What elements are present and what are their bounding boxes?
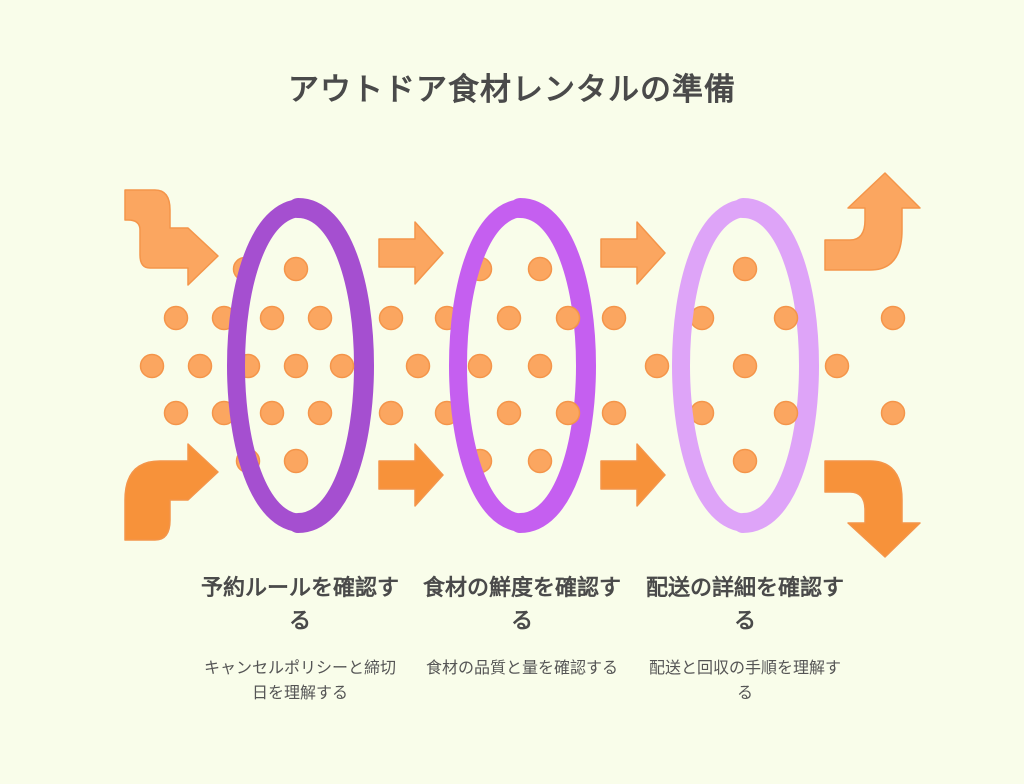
arrow-right-bottom-1 — [378, 443, 444, 507]
particle-7 — [139, 353, 165, 379]
particle-27 — [601, 305, 627, 331]
particle-41 — [773, 305, 799, 331]
particle-26 — [555, 305, 581, 331]
curved-arrow-out-top — [824, 172, 921, 271]
ring-1-front — [227, 199, 311, 532]
particle-43 — [824, 353, 850, 379]
particle-29 — [527, 353, 553, 379]
stage-3-heading: 配送の詳細を確認する — [645, 576, 844, 634]
particle-3 — [163, 305, 189, 331]
particle-17 — [283, 448, 309, 474]
ring-2-front — [449, 199, 533, 532]
particle-39 — [732, 353, 758, 379]
particle-6 — [307, 305, 333, 331]
particle-30 — [496, 400, 522, 426]
particle-32 — [601, 400, 627, 426]
particle-45 — [880, 400, 906, 426]
particle-12 — [163, 400, 189, 426]
particle-42 — [773, 400, 799, 426]
ring-3-back — [733, 198, 819, 533]
curved-arrow-out-bottom — [824, 460, 921, 558]
arrow-right-top-1 — [378, 221, 444, 285]
curved-arrow-in-top — [124, 189, 219, 286]
particle-34 — [527, 448, 553, 474]
particle-28 — [467, 353, 493, 379]
particle-24 — [527, 256, 553, 282]
particle-5 — [259, 305, 285, 331]
stage-2-text: 食材の鮮度を確認する 食材の品質と量を確認する — [422, 572, 622, 680]
particle-18 — [378, 305, 404, 331]
ring-3-front — [672, 199, 756, 532]
arrow-right-top-2 — [600, 221, 666, 285]
particle-2 — [283, 256, 309, 282]
stage-1-heading: 予約ルールを確認する — [200, 576, 399, 634]
stage-2-heading: 食材の鮮度を確認する — [422, 576, 621, 634]
particle-35 — [644, 353, 670, 379]
particle-40 — [732, 448, 758, 474]
particle-20 — [378, 400, 404, 426]
arrow-right-bottom-2 — [600, 443, 666, 507]
particle-11 — [329, 353, 355, 379]
stage-3-description: 配送と回収の手順を理解する — [648, 658, 841, 702]
stage-1-description: キャンセルポリシーと締切日を理解する — [203, 658, 396, 702]
particle-36 — [689, 305, 715, 331]
particle-37 — [689, 400, 715, 426]
particle-38 — [732, 256, 758, 282]
particle-15 — [307, 400, 333, 426]
particle-8 — [187, 353, 213, 379]
particle-22 — [405, 353, 431, 379]
stage-2-description: 食材の品質と量を確認する — [425, 658, 618, 677]
stage-3-text: 配送の詳細を確認する 配送と回収の手順を理解する — [645, 572, 845, 705]
particle-31 — [555, 400, 581, 426]
particle-14 — [259, 400, 285, 426]
page-title: アウトドア食材レンタルの準備 — [288, 72, 736, 108]
particle-44 — [880, 305, 906, 331]
particle-25 — [496, 305, 522, 331]
curved-arrow-in-bottom — [124, 443, 219, 541]
stage-1-text: 予約ルールを確認する キャンセルポリシーと締切日を理解する — [200, 572, 400, 705]
particle-10 — [283, 353, 309, 379]
ring-2-back — [510, 198, 596, 533]
ring-1-back — [288, 198, 374, 533]
